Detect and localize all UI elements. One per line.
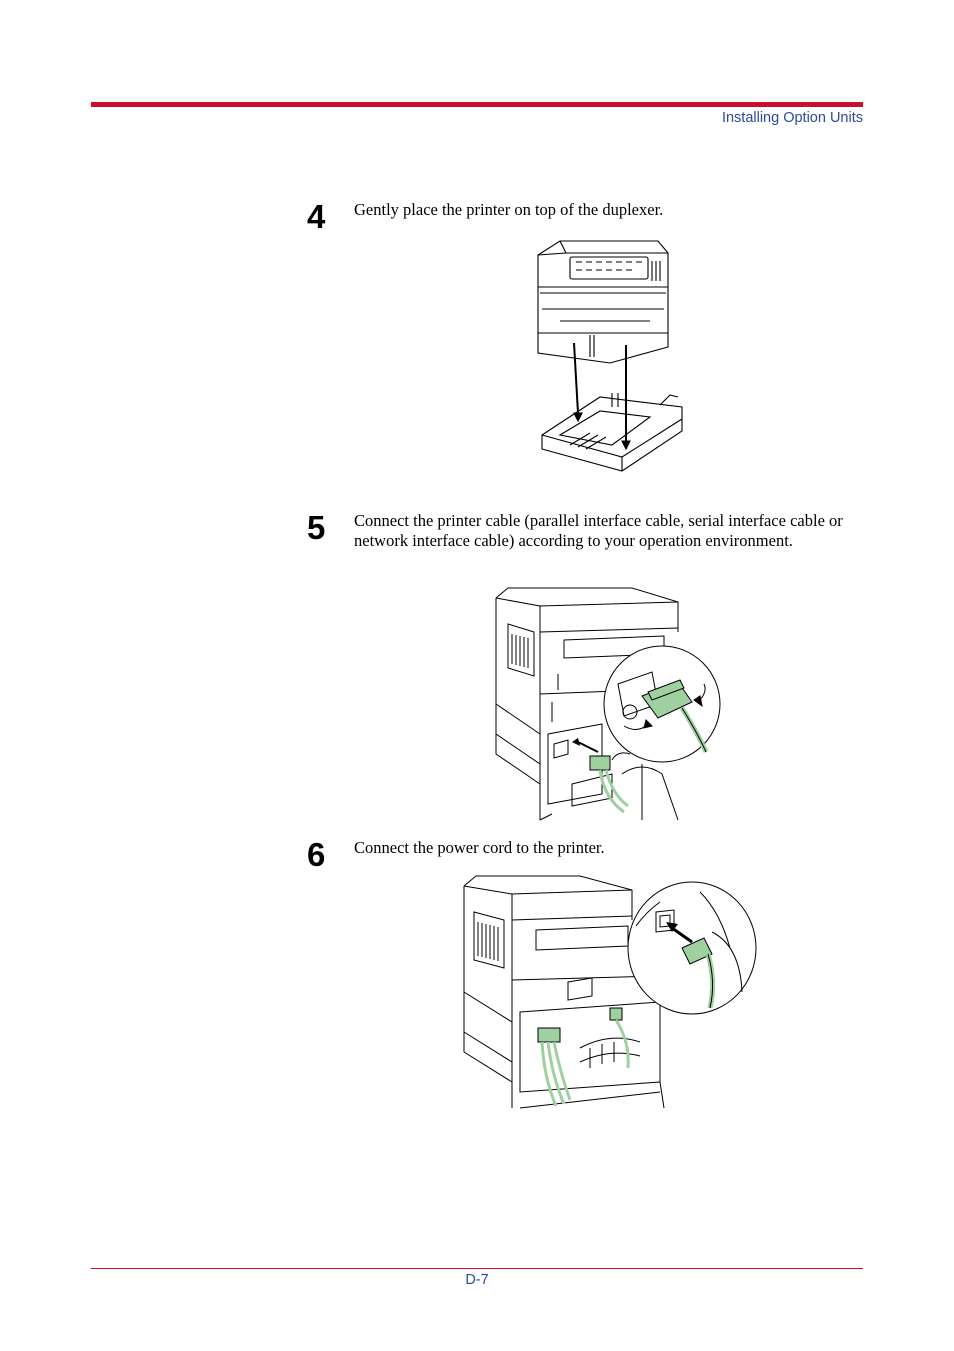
header-rule (91, 102, 863, 107)
step-5-text: Connect the printer cable (parallel inte… (354, 511, 843, 550)
section-title: Installing Option Units (721, 110, 863, 126)
step-4-text: Gently place the printer on top of the d… (354, 200, 664, 219)
step-6-text: Connect the power cord to the printer. (354, 838, 605, 857)
power-cord-connection-figure (460, 872, 760, 1112)
page-number: D-7 (465, 1272, 489, 1288)
printer-cable-connection-figure (492, 584, 728, 824)
step-5-number: 5 (307, 509, 326, 546)
step-6-number: 6 (307, 836, 326, 873)
printer-on-duplexer-figure (530, 235, 690, 490)
footer-rule (91, 1268, 863, 1269)
step-4-number: 4 (307, 198, 326, 235)
